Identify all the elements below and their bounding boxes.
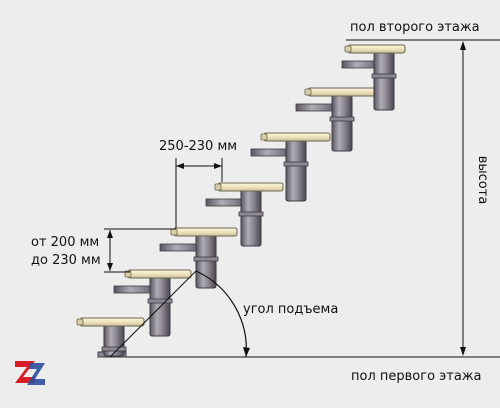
- column-collar: [193, 256, 219, 262]
- column-collar: [329, 116, 355, 122]
- tread-nosing: [344, 45, 352, 53]
- support-column: [331, 94, 353, 152]
- tread-nosing: [214, 183, 222, 191]
- tread-depth-label: 250-230 мм: [159, 139, 237, 154]
- stair-structure: [76, 44, 406, 358]
- step-tread: [307, 87, 377, 97]
- step-tread: [217, 182, 284, 192]
- top-floor-label: пол второго этажа: [350, 20, 480, 35]
- tread-depth-dimension: [175, 158, 223, 228]
- column-collar: [371, 73, 397, 79]
- zz-logo-icon: [15, 361, 45, 385]
- height-label: высота: [475, 156, 490, 205]
- support-column: [373, 51, 395, 111]
- riser-height-dimension: [104, 228, 176, 273]
- angle-label: угол подъема: [243, 302, 338, 317]
- support-column: [240, 189, 262, 247]
- support-column: [195, 234, 217, 289]
- column-collar: [101, 346, 127, 352]
- height-dimension: [460, 41, 466, 356]
- bottom-floor-label: пол первого этажа: [351, 369, 482, 384]
- step-tread: [127, 269, 192, 279]
- climb-angle: [109, 270, 250, 358]
- column-collar: [238, 211, 264, 217]
- step-tread: [263, 132, 331, 142]
- tread-nosing: [304, 88, 312, 96]
- riser-from-label: от 200 мм: [31, 235, 99, 250]
- step-tread: [79, 317, 145, 327]
- column-collar: [283, 161, 309, 167]
- tread-nosing: [76, 318, 84, 326]
- step-tread: [347, 44, 406, 54]
- step-tread: [173, 227, 238, 237]
- column-collar: [147, 298, 173, 304]
- support-column: [285, 139, 307, 202]
- riser-to-label: до 230 мм: [31, 253, 101, 268]
- tread-nosing: [170, 228, 178, 236]
- tread-nosing: [260, 133, 268, 141]
